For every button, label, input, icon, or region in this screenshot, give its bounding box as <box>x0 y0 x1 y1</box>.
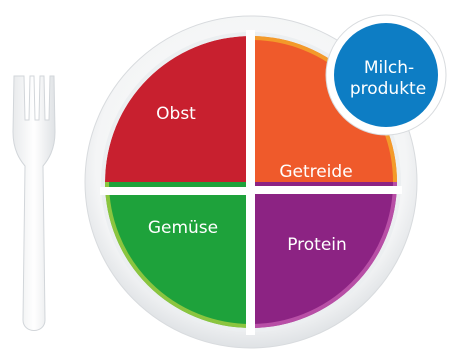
section-obst <box>105 36 251 182</box>
section-gemuese <box>105 181 252 328</box>
label-dairy-line2: produkte <box>350 79 426 99</box>
label-dairy-line1: Milch- <box>364 58 414 78</box>
label-protein: Protein <box>287 235 347 255</box>
label-gemuese: Gemüse <box>148 218 218 238</box>
fork-icon <box>12 75 56 331</box>
label-obst: Obst <box>156 104 196 124</box>
section-dividers <box>100 30 402 335</box>
dairy-circle: Milch- produkte <box>325 14 447 136</box>
label-getreide: Getreide <box>279 162 352 182</box>
section-protein <box>250 181 397 328</box>
